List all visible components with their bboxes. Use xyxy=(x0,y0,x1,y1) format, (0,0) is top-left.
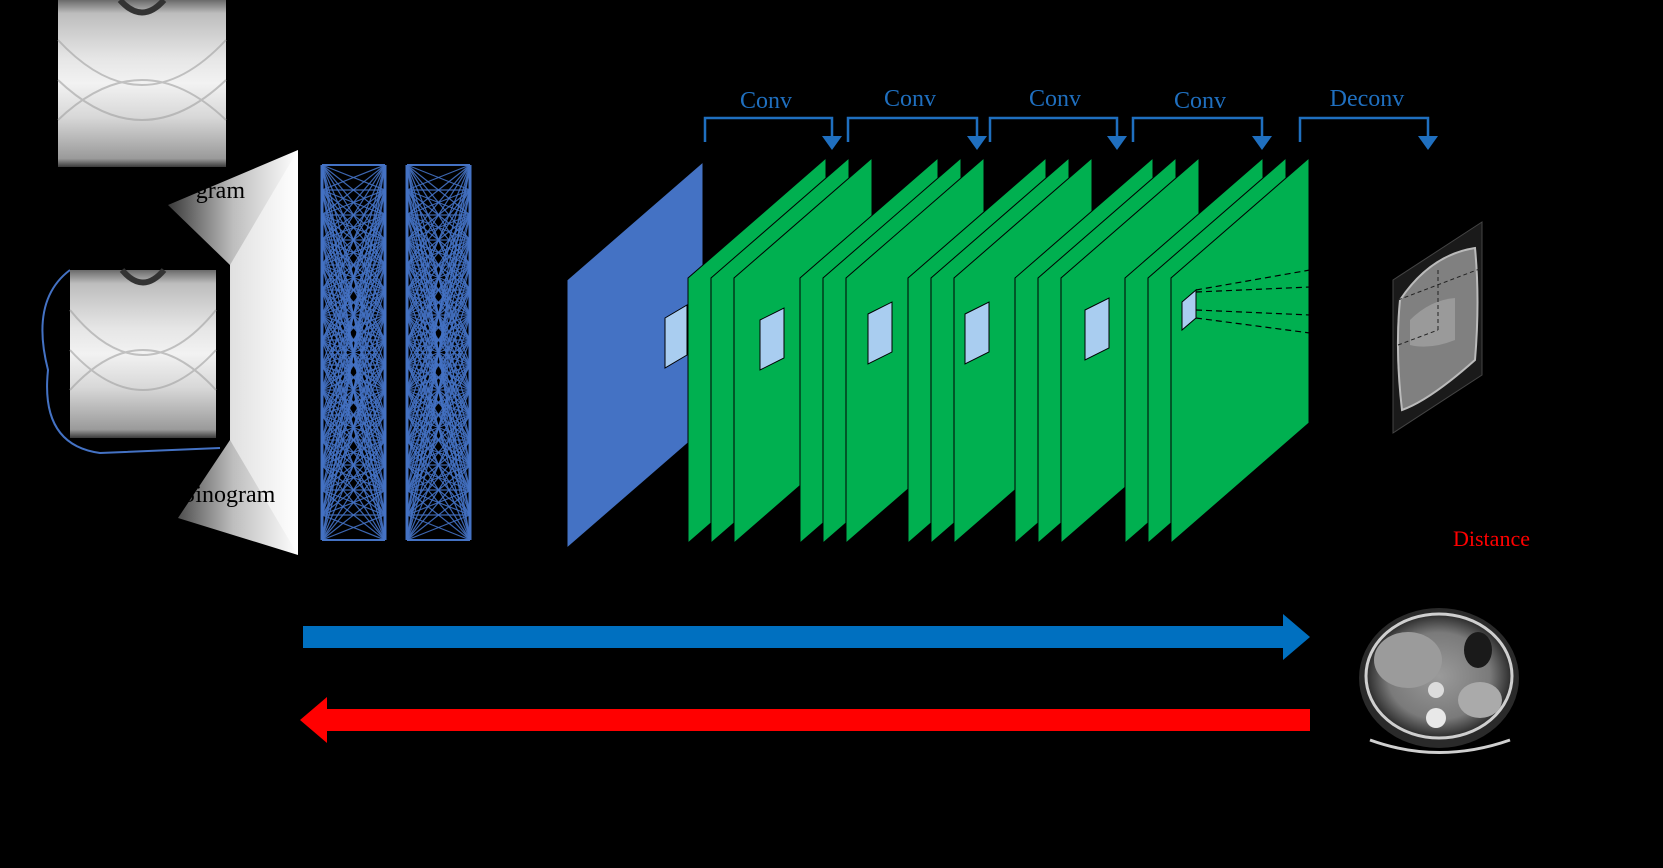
backward-arrow xyxy=(300,697,1310,743)
layer-label: Conv xyxy=(740,88,792,114)
ground-truth-ct xyxy=(1355,597,1523,762)
sinogram-label-bottom: Sinogram xyxy=(182,482,276,508)
input-plane xyxy=(566,160,704,550)
distance-label: Distance xyxy=(1453,526,1530,551)
layer-brackets: Conv Conv Conv Conv Deconv xyxy=(703,86,1438,150)
layer-label: Deconv xyxy=(1330,86,1405,112)
sinogram-bracket xyxy=(41,269,221,455)
layer-label: Conv xyxy=(1029,86,1081,112)
receptive-field-patch xyxy=(1084,297,1110,361)
sinogram-label-top: gram xyxy=(196,178,246,204)
layer-label: Conv xyxy=(884,86,936,112)
forward-arrow xyxy=(303,614,1310,660)
output-ct-slice xyxy=(1392,221,1483,434)
receptive-field-patch xyxy=(867,301,893,365)
receptive-field-patch xyxy=(964,301,990,365)
feature-map xyxy=(1170,156,1310,545)
layer-label: Conv xyxy=(1174,88,1226,114)
input-patch xyxy=(664,304,688,369)
sinogram-image-bottom xyxy=(69,267,217,438)
receptive-field-patch xyxy=(759,307,785,371)
fc-layer-2 xyxy=(405,164,472,541)
sinogram-image-top xyxy=(57,0,227,167)
fully-connected-layers xyxy=(320,164,472,541)
projection-funnel xyxy=(168,150,298,555)
fc-layer-1 xyxy=(320,164,387,541)
feature-maps xyxy=(687,156,1311,545)
